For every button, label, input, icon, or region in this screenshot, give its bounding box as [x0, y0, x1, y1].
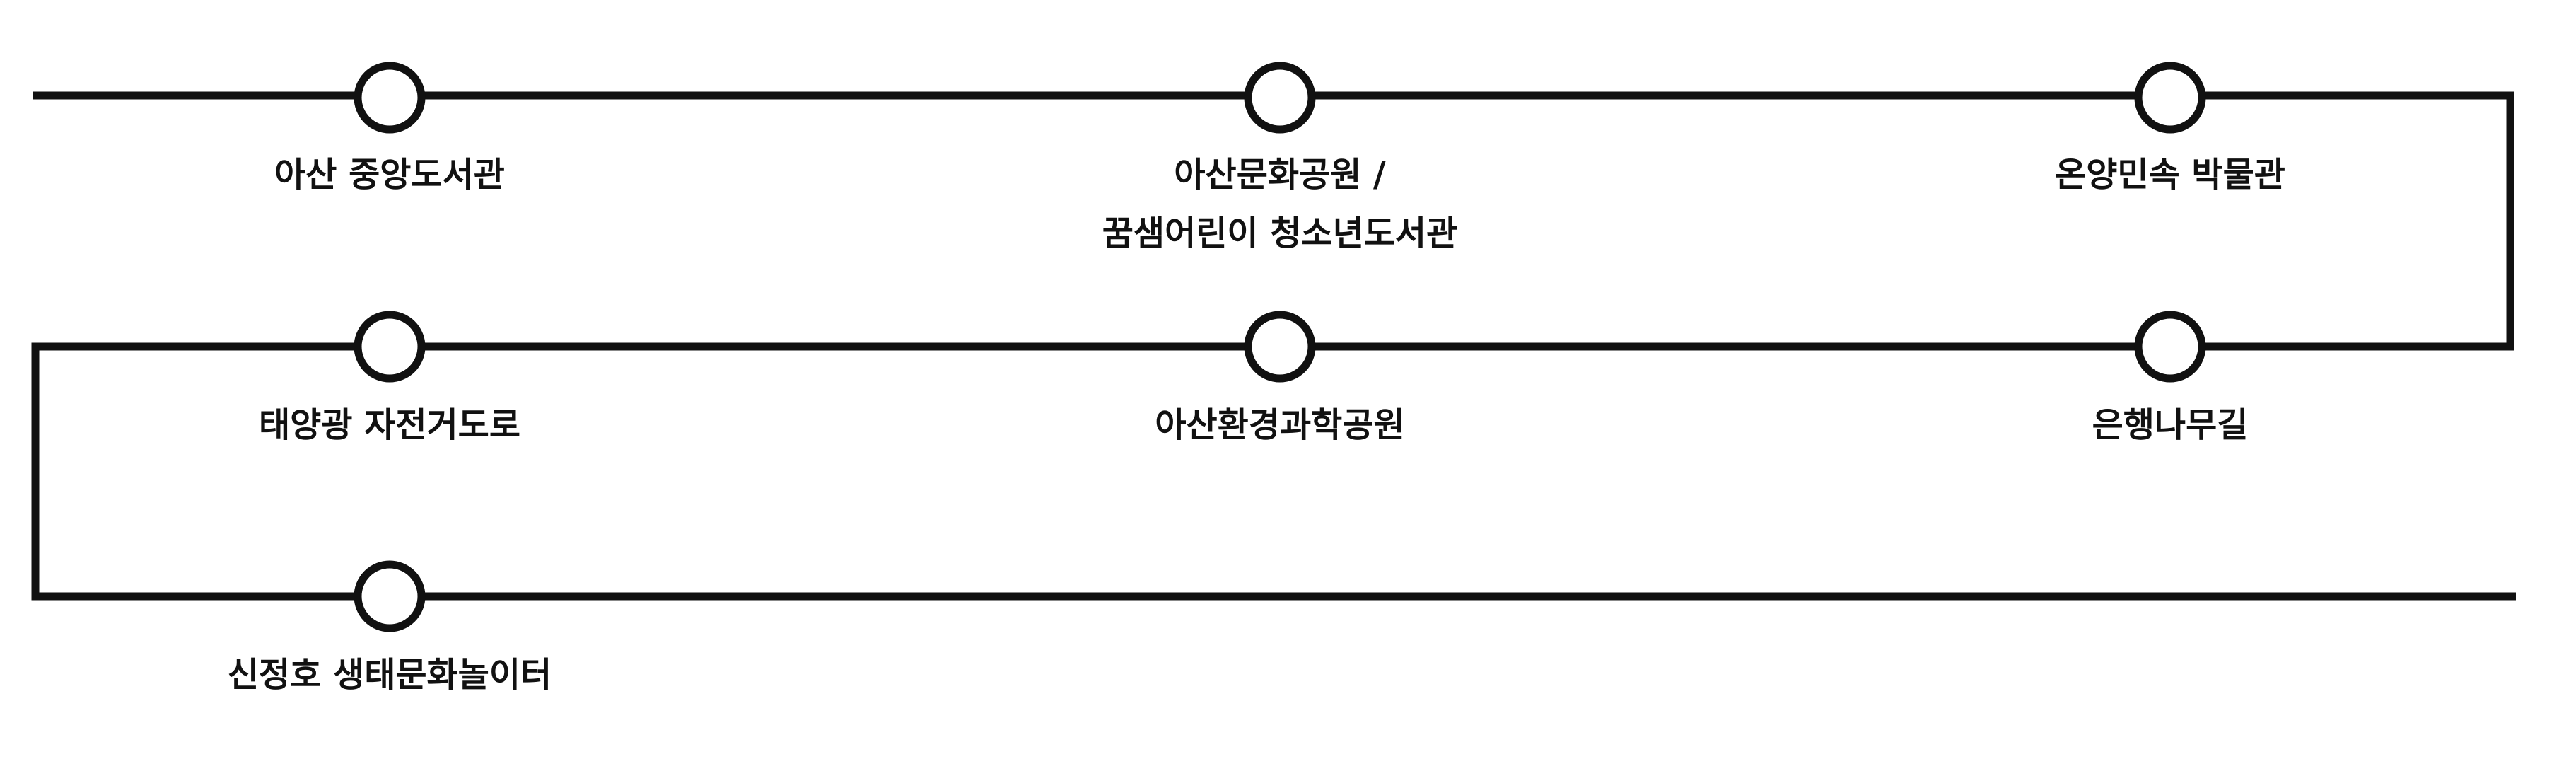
stop-label: 은행나무길 [2092, 405, 2249, 445]
stop-label-line2: 꿈샘어린이 청소년도서관 [1102, 214, 1457, 253]
stop-2[interactable]: 아산문화공원 / 꿈샘어린이 청소년도서관 [1102, 62, 1457, 253]
stop-4[interactable]: 은행나무길 [2092, 311, 2249, 445]
stop-circle-icon [1244, 311, 1316, 383]
stop-7[interactable]: 신정호 생태문화놀이터 [228, 560, 552, 695]
stop-label: 아산환경과학공원 [1155, 405, 1404, 445]
stop-1[interactable]: 아산 중앙도서관 [274, 62, 505, 195]
stop-label-line1: 아산문화공원 / [1174, 155, 1386, 195]
stop-label: 아산 중앙도서관 [274, 155, 505, 195]
stop-label: 신정호 생태문화놀이터 [228, 655, 552, 695]
stop-circle-icon [354, 62, 426, 134]
stop-5[interactable]: 아산환경과학공원 [1155, 311, 1405, 445]
stop-circle-icon [2134, 62, 2206, 134]
stop-circle-icon [1244, 62, 1316, 134]
stop-label: 온양민속 박물관 [2055, 155, 2285, 195]
stop-3[interactable]: 온양민속 박물관 [2055, 62, 2285, 195]
stop-label: 태양광 자전거도로 [259, 405, 520, 445]
stop-circle-icon [354, 560, 426, 632]
stop-6[interactable]: 태양광 자전거도로 [259, 311, 520, 445]
stop-circle-icon [354, 311, 426, 383]
stop-circle-icon [2134, 311, 2206, 383]
